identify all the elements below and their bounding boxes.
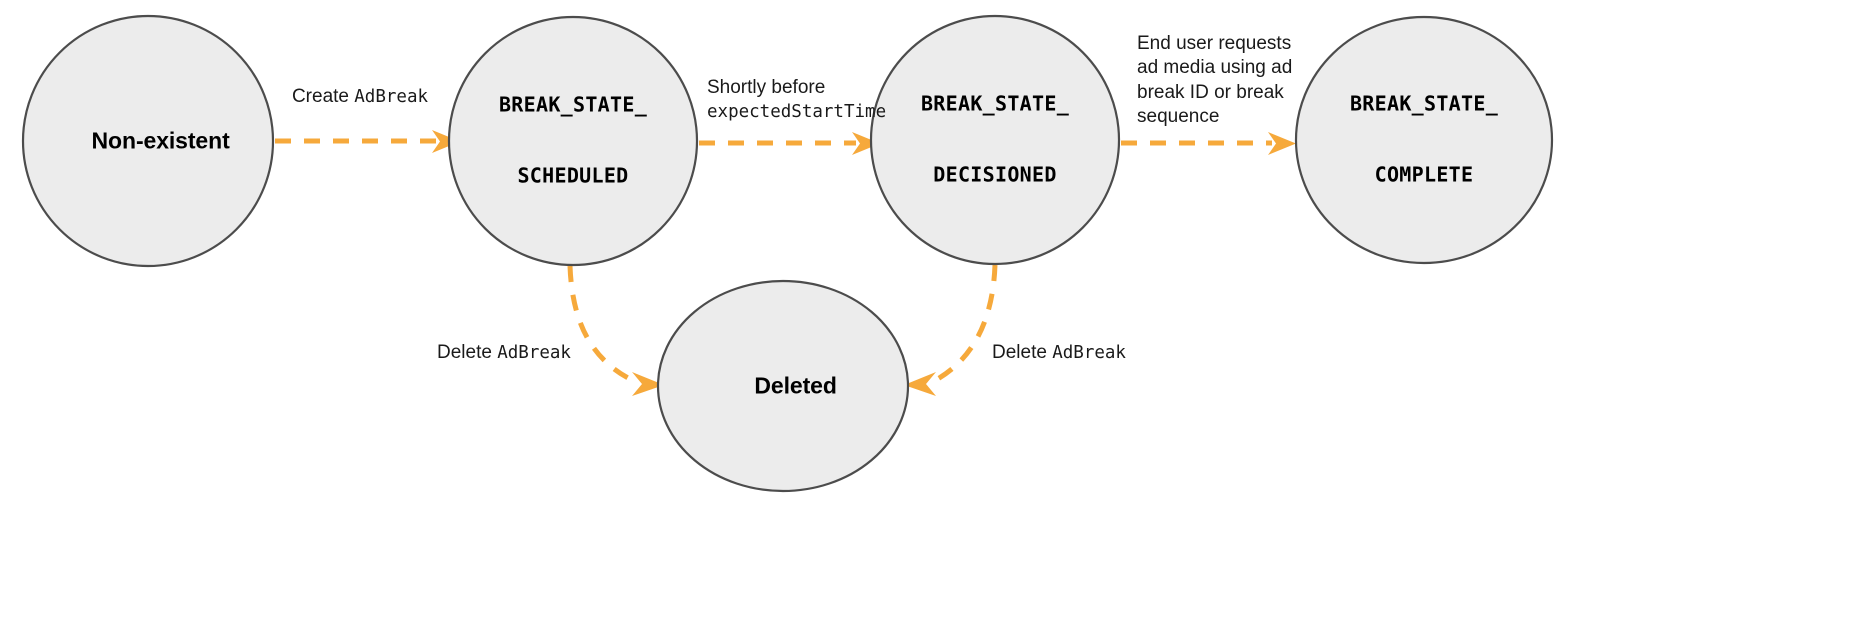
node-break-state-decisioned[interactable] <box>869 14 1121 266</box>
node-deleted[interactable] <box>656 279 910 493</box>
arrowhead-create-adbreak <box>432 130 460 153</box>
arrowhead-delete-from-decisioned <box>904 372 936 396</box>
arrowhead-shortly-before <box>852 132 880 155</box>
node-break-state-scheduled[interactable] <box>447 15 699 267</box>
edge-path-delete-from-decisioned <box>932 264 998 384</box>
edge-end-user-requests <box>1121 132 1296 155</box>
arrowhead-end-user-requests <box>1268 132 1296 155</box>
edge-delete-from-scheduled <box>567 265 664 396</box>
node-non-existent[interactable] <box>21 14 275 268</box>
edge-create-adbreak <box>275 130 460 153</box>
edge-path-delete-from-scheduled <box>567 265 636 384</box>
node-break-state-complete[interactable] <box>1294 15 1554 265</box>
arrowhead-delete-from-scheduled <box>632 372 664 396</box>
edge-delete-from-decisioned <box>904 264 998 396</box>
edge-shortly-before <box>699 132 880 155</box>
